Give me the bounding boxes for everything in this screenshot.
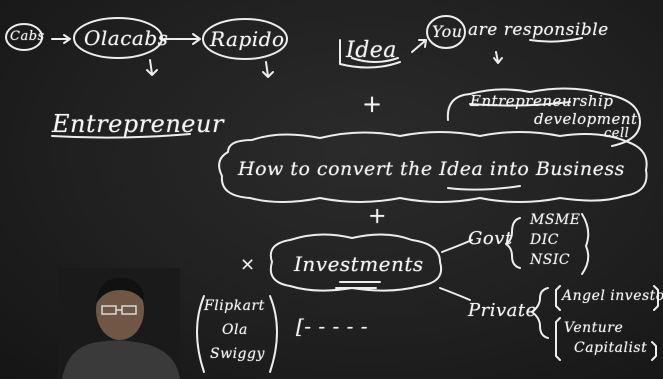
edc-underline: [469, 101, 571, 107]
you-label: You: [432, 22, 463, 41]
underline-idea-into: [447, 185, 521, 191]
edc-line-2: development: [534, 110, 638, 128]
capitalist-label: Capitalist: [574, 340, 648, 356]
nsic-label: NSIC: [530, 252, 571, 268]
private-brace: [531, 287, 549, 339]
line-govt: [441, 239, 473, 253]
swiggy-label: Swiggy: [210, 346, 265, 362]
convert-cloud: [218, 131, 648, 203]
idea-underline: [351, 57, 399, 63]
convert-idea-label: How to convert the Idea into Business: [238, 158, 625, 180]
tick-olacabs: [146, 59, 158, 76]
edc-line-3: cell: [604, 126, 630, 141]
govt-list-bracket: [581, 213, 590, 275]
plus-sign-2: +: [368, 204, 387, 229]
msme-label: MSME: [530, 212, 581, 228]
tick-rapido: [262, 61, 274, 78]
you-circle: [426, 15, 466, 49]
right-paren: [269, 295, 278, 373]
investments-underline: [335, 281, 381, 289]
tick-responsible: [493, 51, 503, 64]
flipkart-label: Flipkart: [204, 298, 265, 314]
olacabs-label: Olacabs: [84, 26, 169, 50]
cabs-label: Cabs: [10, 29, 45, 44]
dashes-placeholder: [- - - - -: [296, 314, 369, 338]
presenter-figure: [58, 268, 180, 379]
plus-sign-1: +: [362, 90, 383, 118]
ola-label: Ola: [222, 322, 248, 338]
investments-label: Investments: [294, 252, 424, 276]
edc-cloud: [446, 87, 641, 147]
underline-responsible: [529, 37, 583, 43]
arrow-olacabs-rapido: [163, 33, 201, 45]
angel-investors-label: Angel investors: [562, 288, 663, 304]
responsible-label: are responsible: [468, 20, 609, 40]
angel-brackets: [555, 285, 659, 311]
idea-bracket: [339, 39, 401, 69]
idea-label: Idea: [346, 38, 397, 63]
cabs-circle: [5, 23, 43, 51]
investments-cloud: [269, 233, 442, 292]
venture-label: Venture: [564, 320, 624, 336]
arrow-cabs-olacabs: [51, 34, 71, 44]
govt-label: Govt: [468, 228, 513, 249]
entrepreneur-label: Entrepreneur: [52, 110, 224, 138]
venture-brackets: [555, 317, 657, 361]
dic-label: DIC: [530, 232, 559, 248]
edc-line-1: Entrepreneurship: [470, 92, 614, 110]
line-private: [439, 287, 471, 301]
rapido-label: Rapido: [210, 27, 285, 51]
arrow-idea-you: [411, 39, 427, 53]
entrepreneur-underline: [51, 133, 191, 139]
rapido-oval: [202, 18, 288, 60]
olacabs-oval: [73, 17, 163, 59]
cross-mark: ×: [240, 254, 256, 275]
govt-brace: [505, 217, 521, 269]
private-label: Private: [468, 300, 537, 321]
left-paren: [196, 295, 205, 373]
